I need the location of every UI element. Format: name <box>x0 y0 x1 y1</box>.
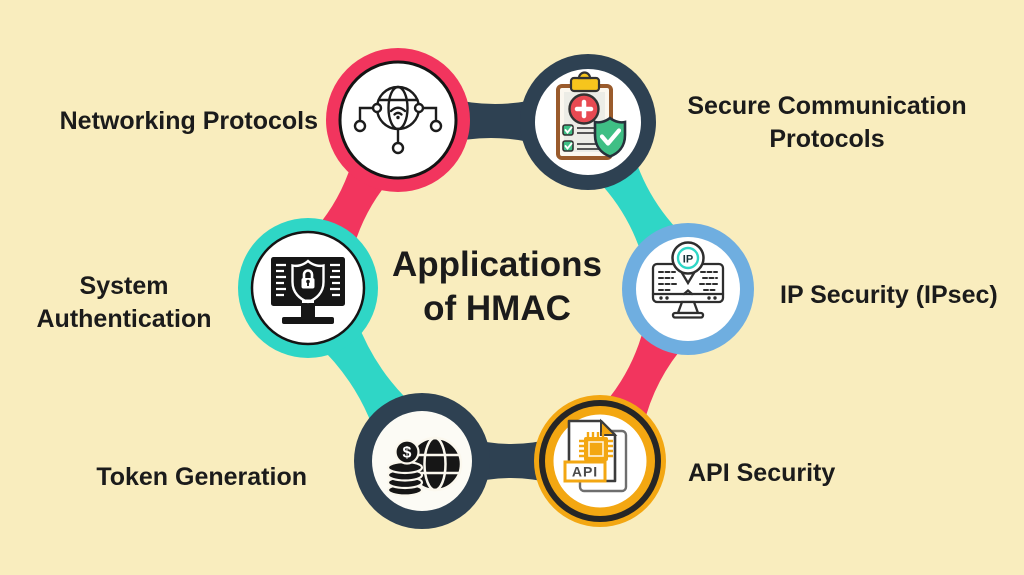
clipboard-shield-icon <box>556 71 627 160</box>
coins-globe-icon: $ <box>386 436 463 497</box>
api-banner-label: API <box>572 464 598 480</box>
diagram-title: Applications of HMAC <box>372 243 622 331</box>
label-api-security: API Security <box>688 459 836 487</box>
api-document-icon: API <box>563 418 628 493</box>
label-token-generation: Token Generation <box>96 463 307 491</box>
monitor-ip-pin-icon: IP <box>651 241 725 319</box>
label-ip-security: IP Security (IPsec) <box>780 281 998 309</box>
node-ip-security: IP <box>622 223 754 355</box>
node-api-security: API <box>534 395 666 527</box>
title-line-2: of HMAC <box>423 289 571 329</box>
node-secure-communication-protocols <box>520 54 656 190</box>
dollar-coin-label: $ <box>403 445 412 462</box>
node-networking-protocols <box>326 48 470 192</box>
node-token-generation: $ <box>354 393 490 529</box>
ip-pin-label: IP <box>683 254 693 266</box>
network-globe-icon <box>353 85 443 155</box>
label-networking-protocols: Networking Protocols <box>59 107 318 135</box>
inner-disc <box>338 60 458 180</box>
monitor-shield-lock-icon <box>271 257 345 324</box>
title-line-1: Applications <box>391 245 603 284</box>
node-system-authentication <box>238 218 378 358</box>
